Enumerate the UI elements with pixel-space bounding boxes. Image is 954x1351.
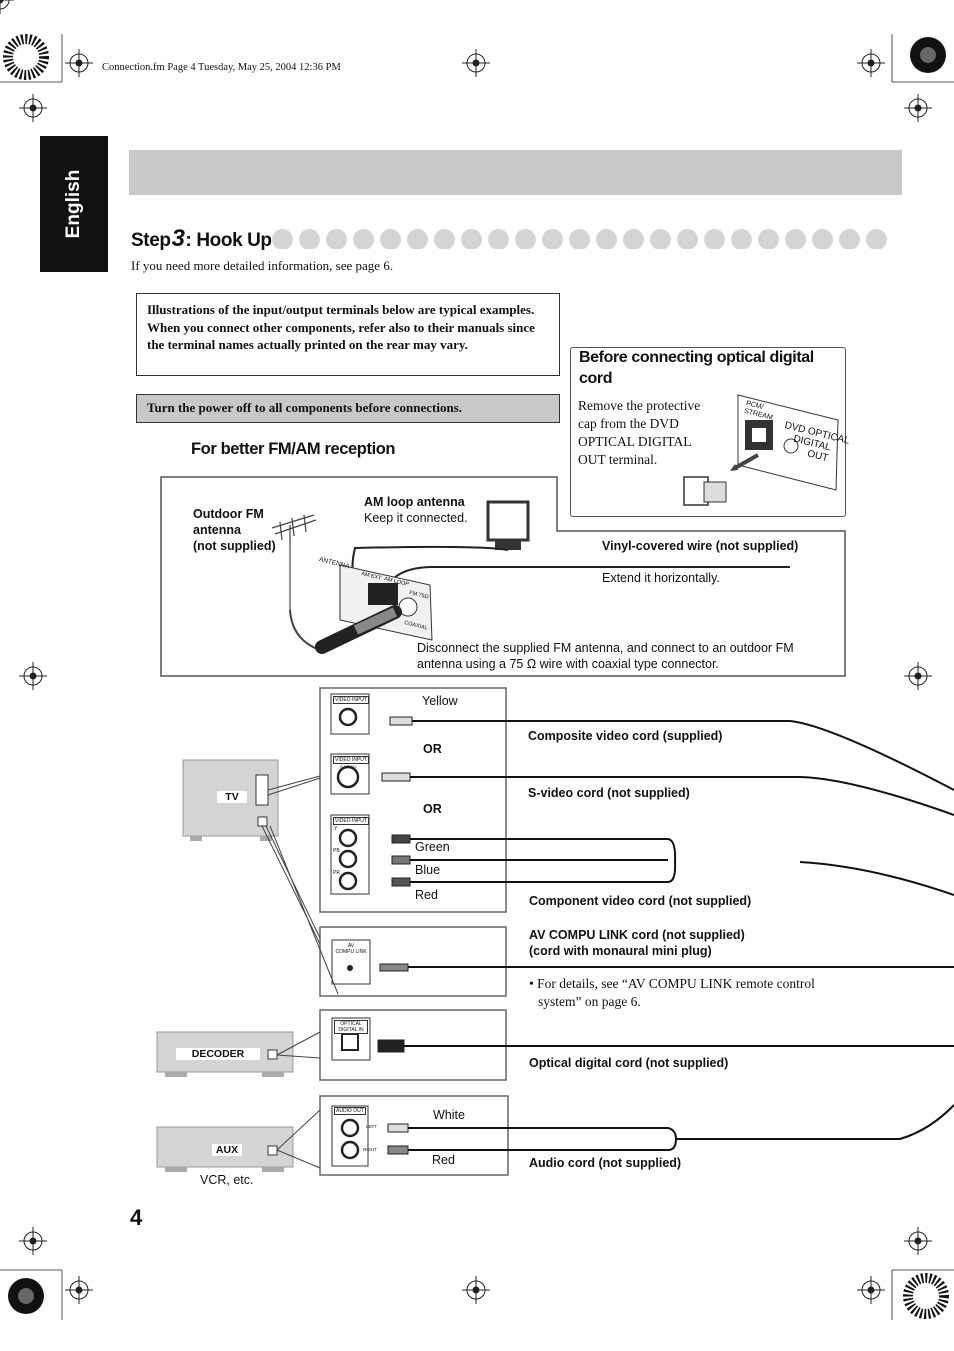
fm-am-section-title: For better FM/AM reception bbox=[191, 440, 396, 458]
right-tag: RIGHT bbox=[363, 1147, 377, 1152]
y-tag: Y bbox=[334, 826, 338, 832]
registration-marks bbox=[0, 0, 14, 14]
page-number: 4 bbox=[130, 1205, 143, 1230]
outdoor-fm-label: Outdoor FM antenna (not supplied) bbox=[193, 507, 276, 553]
notice-line-1: Illustrations of the input/output termin… bbox=[147, 302, 535, 317]
optical-note-title: Before connecting optical digital cord bbox=[579, 349, 814, 387]
title-band bbox=[129, 150, 902, 195]
svideo-cord-label: S-video cord (not supplied) bbox=[528, 786, 690, 800]
fm-antenna-icon bbox=[271, 514, 321, 651]
compu-link-bullet: • For details, see “AV COMPU LINK remote… bbox=[529, 976, 815, 1009]
compu-link-title: AV COMPU LINK cord (not supplied) (cord … bbox=[529, 928, 745, 958]
optical-panel-icon bbox=[683, 394, 839, 506]
notice-box: Illustrations of the input/output termin… bbox=[136, 293, 560, 376]
audio-out-tag: AUDIO OUT bbox=[334, 1107, 366, 1115]
optical-note-text: Remove the protective cap from the DVD O… bbox=[578, 398, 701, 467]
red-label-audio: Red bbox=[432, 1153, 455, 1167]
step-prefix: Step bbox=[131, 230, 171, 251]
power-off-note: Turn the power off to all components bef… bbox=[136, 394, 560, 423]
or-label-1: OR bbox=[423, 742, 442, 756]
extend-label: Extend it horizontally. bbox=[602, 571, 720, 585]
left-tag: LEFT bbox=[366, 1124, 378, 1129]
notice-line-2: When you connect other components, refer… bbox=[147, 319, 535, 353]
white-label: White bbox=[433, 1108, 465, 1122]
step-suffix: : Hook Up bbox=[185, 230, 273, 251]
video-input-tag-3: VIDEO INPUT bbox=[333, 817, 369, 825]
yellow-label: Yellow bbox=[422, 694, 458, 708]
audio-cord-label: Audio cord (not supplied) bbox=[529, 1156, 682, 1170]
antenna-frame bbox=[160, 476, 846, 677]
red-label-video: Red bbox=[415, 888, 438, 902]
step-number: 3 bbox=[171, 225, 185, 252]
or-label-2: OR bbox=[423, 802, 442, 816]
video-input-tag-1: VIDEO INPUT bbox=[333, 696, 369, 704]
disconnect-note: Disconnect the supplied FM antenna, and … bbox=[417, 641, 794, 671]
dot-row bbox=[272, 229, 892, 249]
coaxial-plug-icon bbox=[315, 605, 402, 654]
language-label: English bbox=[63, 169, 84, 239]
step-heading: Step 3 : Hook Up bbox=[131, 225, 272, 253]
file-header: Connection.fm Page 4 Tuesday, May 25, 20… bbox=[102, 62, 341, 73]
vcr-note: VCR, etc. bbox=[200, 1173, 254, 1187]
intro-line: If you need more detailed information, s… bbox=[131, 258, 394, 273]
composite-cord-label: Composite video cord (supplied) bbox=[528, 729, 723, 743]
am-loop-sub: Keep it connected. bbox=[364, 511, 468, 525]
s-video-tag: S-VIDEO bbox=[340, 764, 357, 769]
aux-label: AUX bbox=[212, 1144, 242, 1156]
video-input-tag-2: VIDEO INPUT bbox=[333, 756, 369, 764]
optical-note-box bbox=[570, 347, 846, 517]
blue-label: Blue bbox=[415, 863, 441, 877]
vinyl-wire-label: Vinyl-covered wire (not supplied) bbox=[602, 539, 799, 553]
am-loop-title: AM loop antenna bbox=[364, 495, 465, 509]
decoder-label: DECODER bbox=[176, 1048, 260, 1060]
green-label: Green bbox=[415, 840, 450, 854]
pb-tag: PB bbox=[333, 848, 340, 854]
optical-cord-label: Optical digital cord (not supplied) bbox=[529, 1056, 729, 1070]
pr-tag: PR bbox=[333, 870, 340, 876]
language-tab: English bbox=[40, 136, 108, 272]
component-cord-label: Component video cord (not supplied) bbox=[529, 894, 752, 908]
corner-starbursts bbox=[3, 34, 949, 1319]
tv-label: TV bbox=[217, 791, 247, 803]
